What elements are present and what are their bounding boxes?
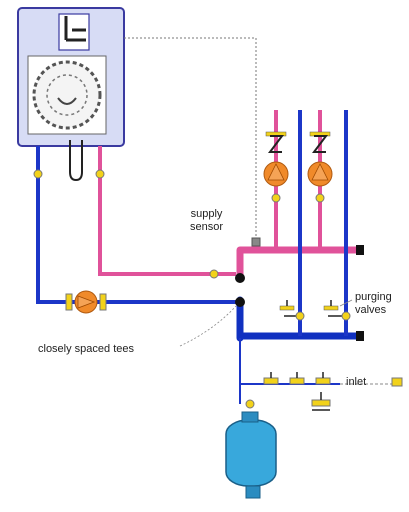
supply-sensor-label-line1: supply — [190, 208, 223, 220]
purging-valves-label: purging valves — [355, 291, 392, 317]
supply-header-cap — [356, 245, 364, 255]
return-header-cap — [356, 331, 364, 341]
circulator-pump-icon — [65, 290, 107, 314]
closely-spaced-tee-lower — [235, 297, 245, 307]
purging-valve-1 — [279, 300, 305, 321]
tees-leader-line — [179, 305, 237, 347]
boiler-return-pipe — [36, 146, 236, 304]
circulator-pump-icon — [263, 161, 289, 187]
valve-icon — [311, 392, 331, 411]
purging-valves-label-line2: valves — [355, 304, 387, 316]
boiler-flue-icon — [64, 16, 86, 42]
valve-icon — [209, 269, 219, 279]
purging-valves-label-line1: purging — [355, 291, 392, 303]
sensor-icon — [251, 237, 261, 247]
valve-icon — [33, 169, 43, 179]
supply-sensor-label-line2: sensor — [190, 221, 224, 233]
valve-icon — [391, 377, 403, 387]
purging-leader-line — [339, 299, 353, 307]
valve-icon — [315, 193, 325, 203]
closely-spaced-tee-upper — [235, 273, 245, 283]
expansion-tank-icon — [225, 411, 277, 499]
closely-spaced-tees-label: closely spaced tees — [38, 343, 134, 355]
burner-flame-icon — [57, 97, 77, 105]
inlet-label: inlet — [346, 376, 367, 388]
check-valve-icon — [309, 131, 331, 153]
boiler-coil-icon — [69, 140, 83, 182]
sensor-wire — [124, 37, 257, 240]
boiler-supply-pipe — [98, 146, 236, 276]
valve-icon — [263, 372, 279, 385]
valve-icon — [289, 372, 305, 385]
valve-icon — [271, 193, 281, 203]
boiler-vent-box — [58, 13, 90, 51]
check-valve-icon — [265, 131, 287, 153]
zone-2 — [318, 110, 348, 336]
supply-sensor-label: supply sensor — [190, 208, 223, 234]
valve-icon — [315, 372, 331, 385]
burner-core — [46, 74, 88, 116]
valve-icon — [245, 399, 255, 409]
boiler — [17, 7, 125, 182]
purging-valve-2 — [323, 300, 351, 321]
burner-icon — [32, 60, 102, 130]
circulator-pump-icon — [307, 161, 333, 187]
valve-icon — [95, 169, 105, 179]
zone-1 — [274, 110, 302, 336]
